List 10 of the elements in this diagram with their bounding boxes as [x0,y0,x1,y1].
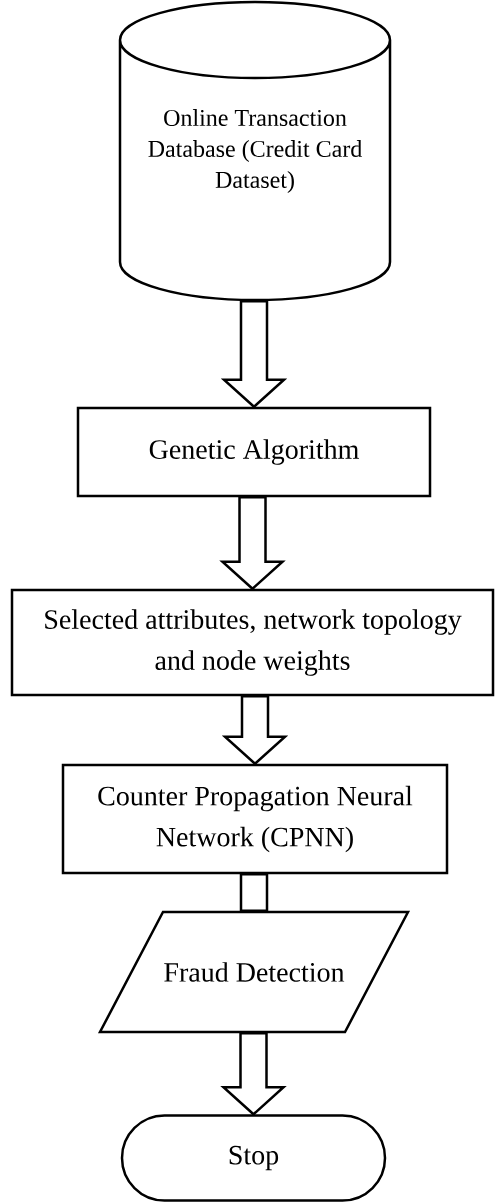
process-box: Genetic Algorithm [76,406,432,498]
block-arrow [219,496,286,591]
terminator-box: Stop [120,1114,387,1202]
block-arrow [221,695,289,766]
block-arrow [239,873,269,912]
process-box: Selected attributes, network topology and node weights [10,588,495,697]
database-cylinder: Online Transaction Database (Credit Card Dataset) [118,0,392,302]
block-arrow [220,300,288,409]
process-box: Counter Propagation Neural Network (CPNN) [61,763,449,875]
block-arrow [220,1032,287,1116]
